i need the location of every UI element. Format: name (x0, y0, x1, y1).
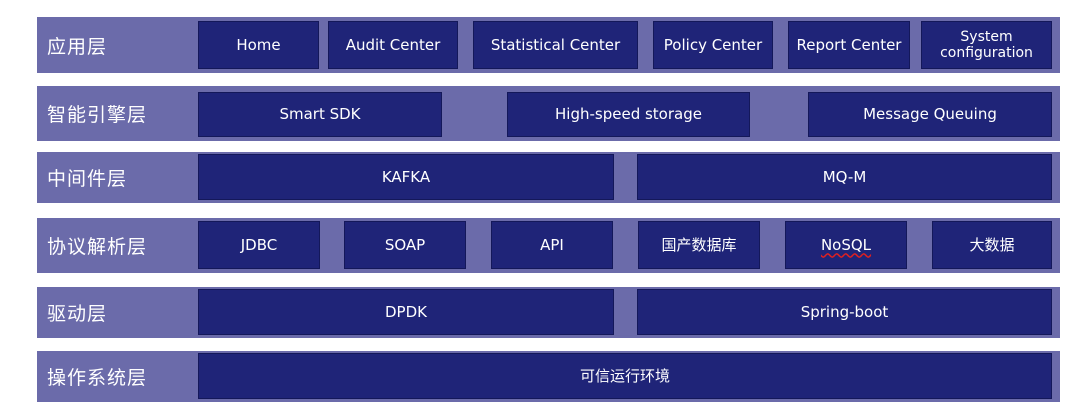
box-label: Message Queuing (863, 105, 997, 123)
layer-label-driver: 驱动层 (47, 303, 108, 325)
box-label: JDBC (240, 235, 278, 254)
layer-smart-engine: 智能引擎层 Smart SDK High-speed storage Messa… (37, 86, 1060, 141)
box-kafka[interactable]: KAFKA (198, 154, 614, 200)
box-audit-center[interactable]: Audit Center (328, 21, 458, 69)
box-message-queuing[interactable]: Message Queuing (808, 92, 1052, 137)
box-label: NoSQL (820, 235, 872, 254)
box-smart-sdk[interactable]: Smart SDK (198, 92, 442, 137)
box-api[interactable]: API (491, 221, 613, 269)
box-statistical-center[interactable]: Statistical Center (473, 21, 638, 69)
box-label: Home (236, 35, 281, 54)
box-home[interactable]: Home (198, 21, 319, 69)
box-label: Policy Center (663, 35, 763, 54)
box-spring-boot[interactable]: Spring-boot (637, 289, 1052, 335)
layer-operating-system: 操作系统层 可信运行环境 (37, 351, 1060, 402)
layer-driver: 驱动层 DPDK Spring-boot (37, 287, 1060, 338)
layer-application: 应用层 Home Audit Center Statistical Center… (37, 17, 1060, 73)
box-high-speed-storage[interactable]: High-speed storage (507, 92, 750, 137)
box-label: Statistical Center (490, 35, 621, 54)
box-nosql[interactable]: NoSQL (785, 221, 907, 269)
layer-middleware: 中间件层 KAFKA MQ-M (37, 152, 1060, 203)
box-mq-m[interactable]: MQ-M (637, 154, 1052, 200)
box-label: 国产数据库 (661, 235, 737, 254)
box-label: Spring-boot (800, 302, 889, 321)
box-label: 可信运行环境 (579, 366, 670, 385)
box-dpdk[interactable]: DPDK (198, 289, 614, 335)
box-label: MQ-M (822, 167, 867, 186)
layer-label-smart-engine: 智能引擎层 (47, 104, 148, 126)
layer-protocol-parsing: 协议解析层 JDBC SOAP API 国产数据库 NoSQL 大数据 (37, 218, 1060, 273)
box-label: Audit Center (345, 35, 441, 54)
box-domestic-database[interactable]: 国产数据库 (638, 221, 760, 269)
box-jdbc[interactable]: JDBC (198, 221, 320, 269)
box-label: System configuration (940, 29, 1033, 61)
box-label: 大数据 (969, 235, 1015, 254)
box-label: DPDK (385, 302, 427, 321)
box-system-configuration[interactable]: System configuration (921, 21, 1052, 69)
layer-label-operating-system: 操作系统层 (47, 367, 148, 389)
layer-label-middleware: 中间件层 (47, 168, 128, 190)
box-big-data[interactable]: 大数据 (932, 221, 1052, 269)
box-label: KAFKA (381, 167, 431, 186)
box-label: High-speed storage (555, 105, 702, 123)
box-label: API (540, 235, 564, 254)
layer-label-protocol-parsing: 协议解析层 (47, 236, 148, 258)
box-report-center[interactable]: Report Center (788, 21, 910, 69)
layer-label-application: 应用层 (47, 35, 108, 58)
box-soap[interactable]: SOAP (344, 221, 466, 269)
box-policy-center[interactable]: Policy Center (653, 21, 773, 69)
box-trusted-runtime[interactable]: 可信运行环境 (198, 353, 1052, 399)
box-label: Smart SDK (279, 105, 361, 123)
box-label: SOAP (384, 235, 426, 254)
box-label: Report Center (796, 35, 902, 54)
